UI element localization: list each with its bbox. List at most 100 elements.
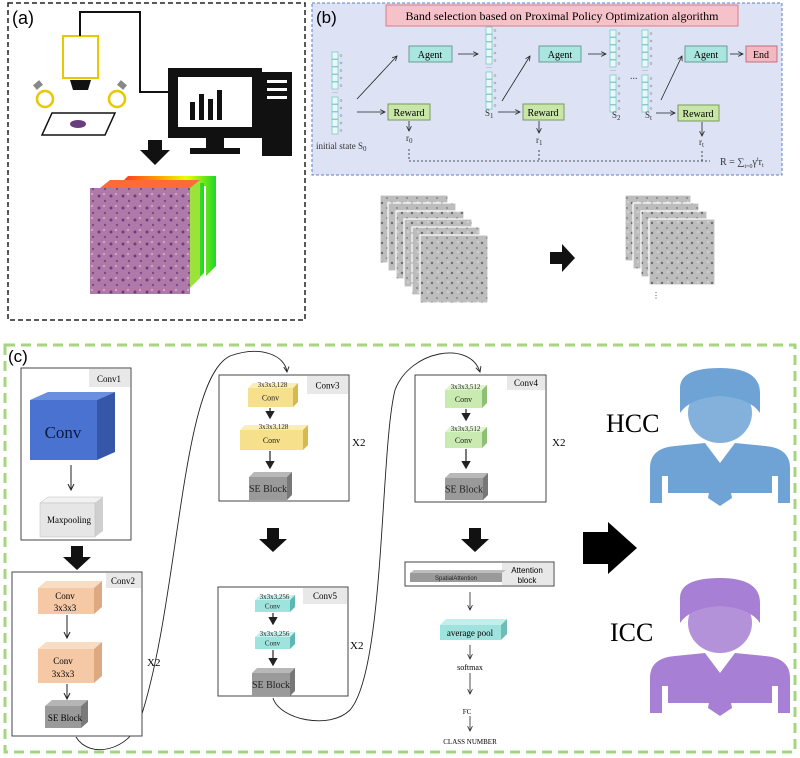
agent-label: Agent (418, 50, 443, 61)
spatial-attention-bar: SpatialAttention (435, 576, 477, 582)
se-block: SE Block (249, 472, 292, 500)
panel-a: (a) (7, 2, 306, 321)
state-vector: ··· (331, 51, 343, 135)
agent-label: Agent (548, 50, 573, 61)
cable (79, 11, 170, 93)
conv4-label: Conv4 (514, 378, 539, 388)
conv5-label: Conv5 (313, 591, 338, 601)
state-vector: ··· (485, 26, 497, 110)
fc-label: FC (463, 708, 472, 716)
panel-a-label: (a) (12, 8, 34, 28)
conv-spec-label: 3x3x3,256 (260, 630, 290, 638)
ellipsis: ⋮ (652, 291, 660, 300)
lamp-icon (33, 80, 127, 109)
state-vector: ··· (641, 29, 653, 113)
conv-label: Conv (265, 639, 281, 647)
conv-label: Conv (45, 423, 82, 442)
se-block-label: SE Block (48, 713, 83, 723)
conv-spec-label: 3x3x3,512 (451, 425, 481, 433)
computer-icon (168, 68, 292, 156)
reward-r0-label: r0 (406, 133, 413, 145)
panel-c: (c) Conv1 Conv Maxpooling Conv (3, 343, 797, 754)
conv-kernel-label: 3x3x3 (54, 603, 77, 613)
initial-state-label: initial state S0 (316, 141, 367, 153)
conv1-label: Conv1 (97, 374, 121, 384)
average-pool-block: average pool (440, 619, 507, 640)
class-hcc-label: HCC (606, 409, 659, 438)
conv-label: Conv (55, 591, 75, 601)
conv-label: Conv (455, 436, 472, 445)
state-ellipsis: ··· (486, 66, 492, 72)
panel-b-label: (b) (316, 8, 337, 27)
panel-b: (b) Band selection based on Proximal Pol… (311, 2, 783, 304)
right-arrow-icon (583, 522, 637, 574)
down-arrow-icon (63, 546, 91, 570)
ellipsis: ... (630, 71, 638, 82)
ppo-title: Band selection based on Proximal Policy … (406, 9, 720, 23)
conv1-block: Conv1 Conv Maxpooling (20, 367, 132, 541)
class-number-label: CLASS NUMBER (443, 738, 497, 746)
conv2-repeat: X2 (147, 657, 160, 669)
conv-label: Conv (53, 656, 73, 666)
down-arrow-icon (259, 528, 287, 552)
average-pool-label: average pool (447, 628, 494, 638)
state-st-label: St (645, 110, 652, 122)
se-block: SE Block (445, 473, 488, 500)
conv-label: Conv (263, 436, 280, 445)
band-image (419, 234, 489, 304)
conv-label: Conv (455, 395, 472, 404)
conv2-block: Conv2 Conv 3x3x3 Conv 3x3x3 SE Block (11, 571, 143, 737)
se-block-label: SE Block (249, 484, 287, 495)
conv3-repeat: X2 (352, 437, 365, 449)
agent-box: Agent (408, 45, 453, 63)
end-box: End (745, 45, 778, 63)
reward-label: Reward (527, 108, 558, 119)
state-s2-label: S2 (612, 110, 621, 122)
conv-cube: Conv 3x3x3 (38, 581, 102, 614)
conv2-label: Conv2 (111, 576, 135, 586)
conv-label: Conv (265, 602, 281, 610)
state-vector: ··· (609, 29, 621, 113)
agent-box: Agent (684, 45, 728, 63)
down-arrow-icon (461, 528, 489, 552)
reward-box: Reward (677, 104, 720, 122)
person-icc-icon (650, 578, 790, 716)
maxpooling-label: Maxpooling (47, 515, 91, 525)
conv5-repeat: X2 (350, 640, 363, 652)
reward-label: Reward (682, 109, 713, 120)
person-hcc-icon (650, 368, 790, 506)
state-columns: ··· ··· ··· ··· (331, 26, 653, 135)
conv-cube: Conv 3x3x3 (38, 642, 102, 683)
conv3-label: Conv3 (315, 381, 340, 391)
conv-spec-label: 3x3x3,128 (259, 423, 289, 431)
end-label: End (753, 50, 769, 61)
panel-c-label: (c) (8, 347, 28, 366)
connector-curve (272, 352, 480, 722)
se-block-label: SE Block (252, 680, 290, 691)
selected-bands-image-stack: ⋮ (624, 194, 716, 300)
state-ellipsis: ··· (610, 69, 616, 75)
conv-kernel-label: 3x3x3 (52, 669, 75, 679)
down-arrow-icon (140, 140, 170, 165)
attention-label: block (518, 576, 538, 585)
all-bands-image-stack (379, 194, 489, 304)
conv-spec-label: 3x3x3,256 (260, 593, 290, 601)
connector-curve (75, 351, 287, 751)
camera-icon (62, 35, 99, 90)
conv4-repeat: X2 (552, 437, 565, 449)
slide-icon (40, 112, 117, 136)
conv-label: Conv (262, 393, 279, 402)
softmax-label: softmax (457, 663, 483, 672)
attention-label: Attention (511, 566, 543, 575)
